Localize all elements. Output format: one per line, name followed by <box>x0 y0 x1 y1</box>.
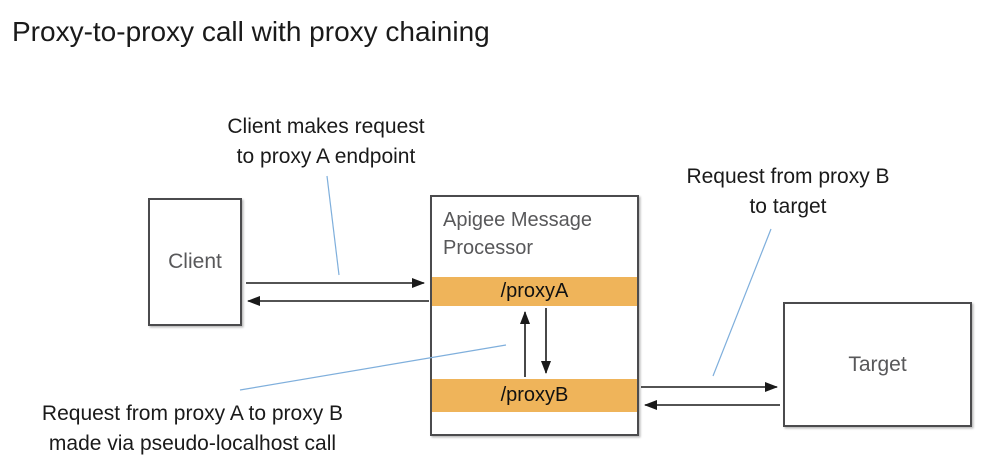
callout-proxya-to-proxyb: Request from proxy A to proxy B made via… <box>5 399 380 459</box>
callout-proxyb-to-target: Request from proxy B to target <box>638 162 938 222</box>
message-processor-label: Apigee Message Processor <box>443 206 592 262</box>
client-box-label: Client <box>168 250 222 273</box>
callout-proxya-to-proxyb-line2: made via pseudo-localhost call <box>48 432 337 455</box>
callout-client-request-line2: to proxy A endpoint <box>236 145 416 168</box>
proxyb-endpoint-label: /proxyB <box>500 384 569 406</box>
leader-line-client-request <box>326 175 340 276</box>
callout-proxya-to-proxyb-line1: Request from proxy A to proxy B <box>41 402 344 425</box>
message-processor-label-line2: Processor <box>443 237 534 259</box>
message-processor-box: Apigee Message Processor /proxyA /proxyB <box>430 195 639 436</box>
proxya-endpoint-bar: /proxyA <box>432 277 637 306</box>
leader-line-proxyb-to-target <box>712 228 772 377</box>
target-box-label: Target <box>848 352 907 376</box>
proxya-endpoint-label: /proxyA <box>500 280 569 302</box>
callout-proxyb-to-target-line1: Request from proxy B <box>686 165 890 188</box>
callout-proxyb-to-target-line2: to target <box>749 195 827 218</box>
diagram-title: Proxy-to-proxy call with proxy chaining <box>12 16 490 47</box>
target-box: Target <box>783 302 972 427</box>
callout-client-request: Client makes request to proxy A endpoint <box>176 112 476 172</box>
message-processor-label-line1: Apigee Message <box>443 209 592 231</box>
callout-client-request-line1: Client makes request <box>227 115 425 138</box>
proxyb-endpoint-bar: /proxyB <box>432 379 637 412</box>
client-box: Client <box>148 198 242 326</box>
